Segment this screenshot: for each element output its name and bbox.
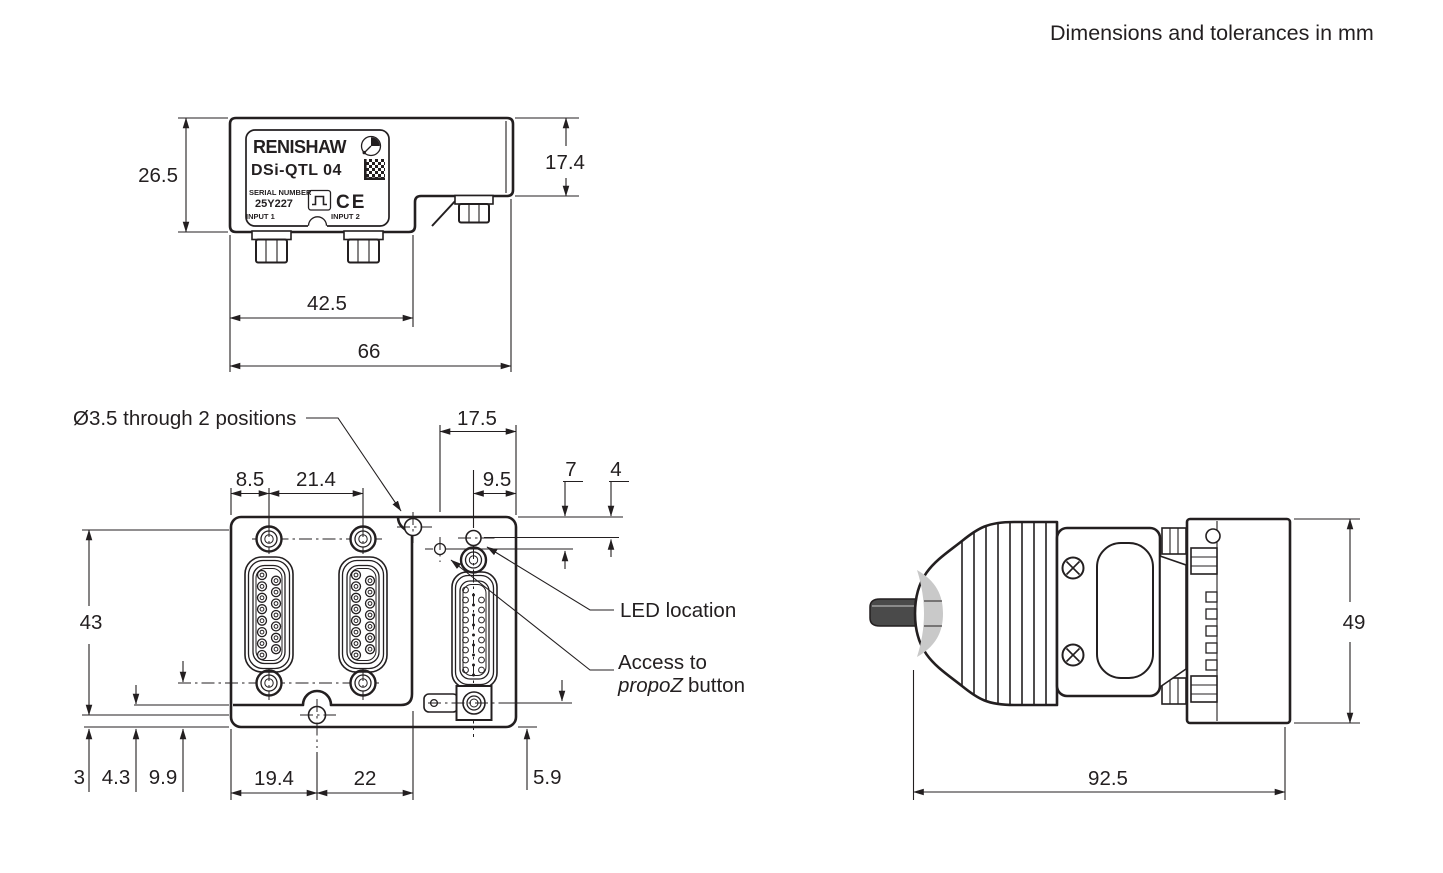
dim-body-height: 26.5 <box>138 164 178 187</box>
led-leader-line <box>486 546 614 611</box>
boot-grip-ribs <box>961 522 1047 705</box>
dim-body-width: 66 <box>358 340 381 363</box>
plug-screw-top <box>1061 556 1085 580</box>
input2-label: INPUT 2 <box>331 212 360 221</box>
side-view: RENISHAW DSi-QTL 04 SERIAL NUMBER 25Y227… <box>138 116 585 372</box>
input1-label: INPUT 1 <box>246 212 275 221</box>
plan-view-callouts: Ø3.5 through 2 positions LED location Ac… <box>73 407 745 697</box>
dim-edge-to-conn1: 8.5 <box>236 468 265 491</box>
connector-view-dimensions: 49 92.5 <box>912 518 1366 800</box>
product-label: RENISHAW DSi-QTL 04 SERIAL NUMBER 25Y227… <box>245 129 390 228</box>
holes-callout: Ø3.5 through 2 positions <box>73 407 296 430</box>
dim-button-to-edge: 17.5 <box>457 407 497 430</box>
dim-step-height: 17.4 <box>545 151 585 174</box>
dim-plate-to-bottom: 4.3 <box>102 766 131 789</box>
dim-connector-length: 92.5 <box>1088 767 1128 790</box>
dim-hole-to-notch: 22 <box>354 767 377 790</box>
dim-conn1-to-conn2: 21.4 <box>296 468 336 491</box>
access-callout-line1: Access to <box>618 651 707 674</box>
model-name: DSi-QTL 04 <box>251 162 342 179</box>
unit-body-block <box>1185 517 1292 725</box>
pulse-icon <box>307 189 332 211</box>
boot-shade <box>917 570 943 657</box>
serial-caption: SERIAL NUMBER <box>249 188 312 197</box>
access-leader-line <box>450 559 614 671</box>
dim-top-to-led: 4 <box>610 458 621 481</box>
brand-logo-icon <box>360 135 382 157</box>
side-view-dimensions: 26.5 17.4 42.5 66 <box>138 117 585 372</box>
plan-view: 8.5 21.4 17.5 9.5 7 4 <box>73 407 745 800</box>
dim-led-to-edge: 9.5 <box>483 468 512 491</box>
brand-name: RENISHAW <box>253 137 347 157</box>
dim-connector-height: 49 <box>1343 611 1366 634</box>
dim-hole-pitch: 43 <box>80 611 103 634</box>
plug-screw-bottom <box>1061 643 1085 667</box>
units-note: Dimensions and tolerances in mm <box>1050 21 1374 45</box>
ce-mark: CE <box>336 192 366 213</box>
datamatrix-icon <box>364 159 385 180</box>
dim-hole-to-bottom: 3 <box>74 766 85 789</box>
cable <box>869 598 917 627</box>
led-callout: LED location <box>620 599 736 622</box>
dim-edge-to-hole: 19.4 <box>254 767 294 790</box>
gland-wire <box>431 198 458 227</box>
dsub-mating-interface <box>1159 527 1187 705</box>
serial-number: 25Y227 <box>255 198 293 210</box>
dim-jack-to-bottom: 9.9 <box>149 766 178 789</box>
dim-jack2-to-bottom: 5.9 <box>533 766 562 789</box>
holes-leader-line <box>306 417 402 512</box>
connector-view: 49 92.5 <box>869 517 1366 800</box>
dim-top-to-button: 7 <box>565 458 576 481</box>
plug-shell-window <box>1096 542 1154 679</box>
dim-step-offset: 42.5 <box>307 292 347 315</box>
plan-body-outline <box>229 515 518 729</box>
side-cable-gland <box>454 194 494 224</box>
plan-view-dimensions: 8.5 21.4 17.5 9.5 7 4 <box>74 407 629 800</box>
